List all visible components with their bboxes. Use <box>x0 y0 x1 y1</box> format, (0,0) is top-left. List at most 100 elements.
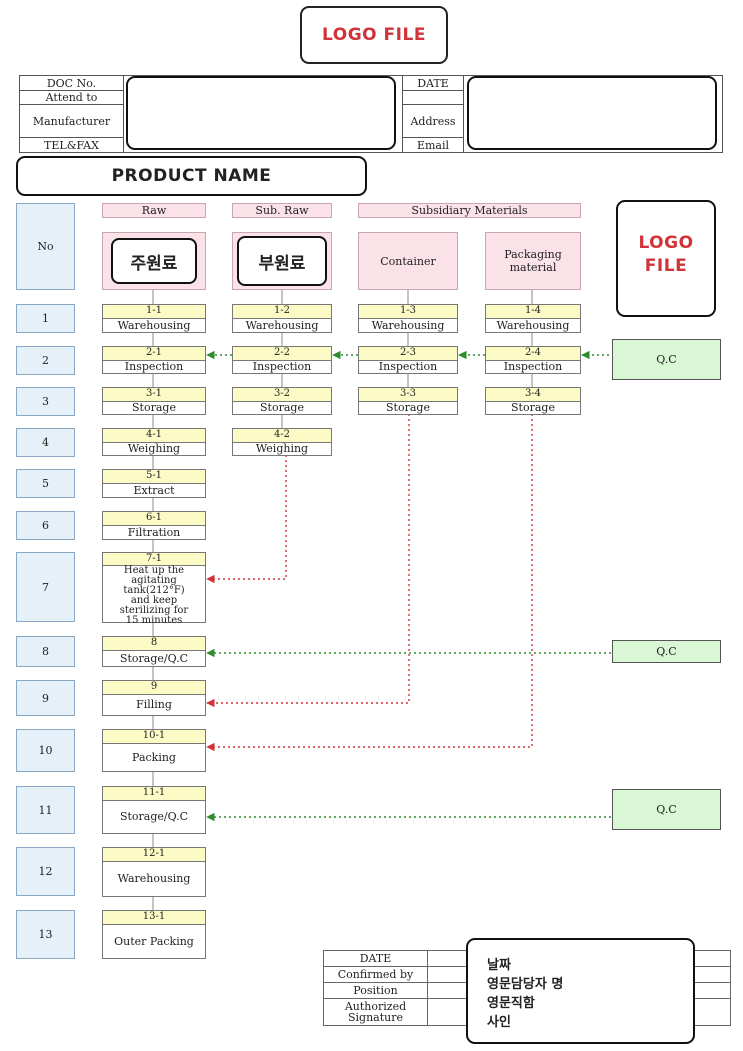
step-label: Packing <box>132 750 176 764</box>
step-label: Weighing <box>255 442 309 455</box>
row-number: 5 <box>16 469 75 498</box>
step-code: 7-1 <box>103 553 205 566</box>
step-label: Inspection <box>378 360 438 373</box>
step-code: 2-4 <box>486 347 580 361</box>
step-label: Warehousing <box>117 872 191 885</box>
sig-confirmed-by-label: Confirmed by <box>323 966 428 983</box>
row-number: 12 <box>16 847 75 896</box>
row-number: 4 <box>16 428 75 457</box>
sig-position-label: Position <box>323 982 428 999</box>
step-code: 6-1 <box>103 512 205 526</box>
step-label: Inspection <box>503 360 563 373</box>
logo-right-line-2: FILE <box>644 256 688 276</box>
step-code: 2-1 <box>103 347 205 361</box>
tel-fax-label: TEL&FAX <box>19 137 124 153</box>
step-label: Weighing <box>127 442 181 455</box>
row-number: 11 <box>16 786 75 834</box>
vertical-flow-lines <box>152 290 533 910</box>
qc-arrows <box>206 350 611 822</box>
step-code: 13-1 <box>103 911 205 925</box>
address-info-box[interactable] <box>467 76 717 150</box>
sub-raw-material-korean-label: 부원료 <box>237 236 327 286</box>
step-label: Heat up the agitating tank(212°F) and ke… <box>119 565 189 626</box>
row-number: 7 <box>16 552 75 622</box>
step-label: Inspection <box>252 360 312 373</box>
row-number: 2 <box>16 346 75 375</box>
sig-authorized-signature-label: Authorized Signature <box>323 998 428 1026</box>
logo-right: LOGO FILE <box>616 200 716 317</box>
step-code: 2-2 <box>233 347 331 361</box>
step-code: 1-2 <box>233 305 331 319</box>
raw-material-korean-label: 주원료 <box>111 238 197 284</box>
material-flow-arrows <box>206 414 533 752</box>
step-label: Warehousing <box>496 318 570 332</box>
manufacturer-label: Manufacturer <box>19 104 124 138</box>
date-label: DATE <box>402 75 464 91</box>
step-code: 1-1 <box>103 305 205 319</box>
step-code: 9 <box>103 681 205 695</box>
step-label: Warehousing <box>371 318 445 332</box>
kr-name-text: 영문담당자 명 <box>487 977 564 992</box>
step-code: 3-4 <box>486 388 580 402</box>
step-code: 11-1 <box>103 787 205 801</box>
raw-header: Raw <box>102 203 206 218</box>
step-code: 5-1 <box>103 470 205 484</box>
step-code: 1-4 <box>486 305 580 319</box>
logo-top: LOGO FILE <box>300 6 448 64</box>
container-header: Container <box>358 232 458 290</box>
no-header: No <box>16 203 75 290</box>
logo-right-line-1: LOGO <box>638 233 694 253</box>
step-code: 8 <box>103 637 205 651</box>
row-number: 8 <box>16 636 75 667</box>
step-code: 1-3 <box>359 305 457 319</box>
product-name-box: PRODUCT NAME <box>16 156 367 196</box>
step-label: Storage <box>386 401 430 414</box>
qc-box-storage-final: Q.C <box>612 789 721 830</box>
manufacturer-info-box[interactable] <box>126 76 396 150</box>
step-code: 4-2 <box>233 429 331 443</box>
signature-korean-box: 날짜 영문담당자 명 영문직함 사인 <box>466 938 695 1044</box>
subsidiary-materials-header: Subsidiary Materials <box>358 203 581 218</box>
kr-date-text: 날짜 <box>487 958 511 973</box>
qc-box-inspection: Q.C <box>612 339 721 380</box>
sig-date-label: DATE <box>323 950 428 967</box>
email-label: Email <box>402 137 464 153</box>
step-code: 12-1 <box>103 848 205 862</box>
step-label: Outer Packing <box>114 934 194 948</box>
step-code: 3-3 <box>359 388 457 402</box>
kr-position-text: 영문직함 <box>487 996 535 1011</box>
step-label: Storage <box>511 401 555 414</box>
step-label: Storage <box>260 401 304 414</box>
step-code: 3-1 <box>103 388 205 402</box>
row-number: 9 <box>16 680 75 716</box>
sub-raw-header: Sub. Raw <box>232 203 332 218</box>
qc-box-storage: Q.C <box>612 640 721 663</box>
row-number: 13 <box>16 910 75 959</box>
step-label: Storage/Q.C <box>119 810 189 823</box>
row-number: 3 <box>16 387 75 416</box>
step-code: 2-3 <box>359 347 457 361</box>
row-number: 6 <box>16 511 75 540</box>
step-label: Storage <box>132 401 176 414</box>
row-number: 1 <box>16 304 75 333</box>
step-label: Warehousing <box>117 318 191 332</box>
step-code: 4-1 <box>103 429 205 443</box>
